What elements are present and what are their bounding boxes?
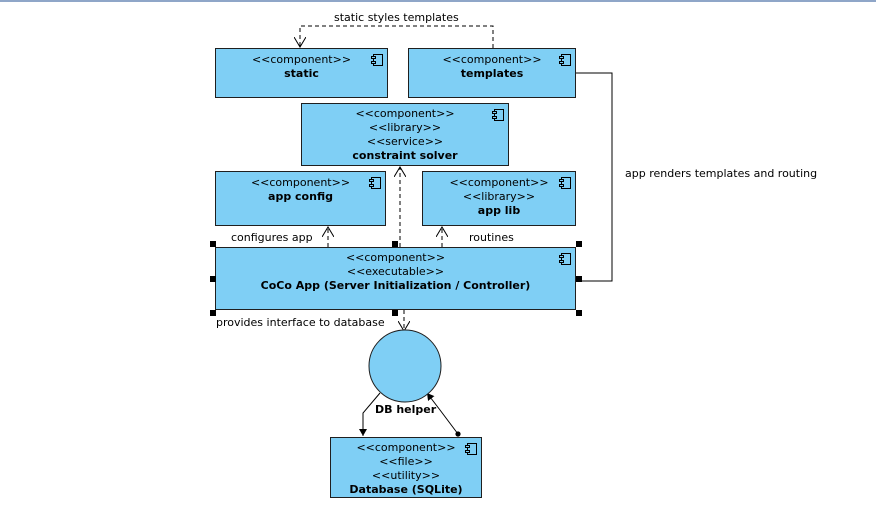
database-stereotype-file: <<file>>: [379, 455, 433, 468]
selection-handle[interactable]: [576, 310, 582, 316]
coco-app-stereotype-component: <<component>>: [345, 251, 446, 264]
selection-handle[interactable]: [210, 310, 216, 316]
database-to-db-helper-arrow[interactable]: [426, 392, 461, 437]
constraint-solver-name: constraint solver: [352, 149, 458, 162]
database-stereotype-utility: <<utility>>: [371, 469, 441, 482]
static-styles-templates-dependency[interactable]: [300, 25, 494, 48]
component-icon: [371, 54, 383, 66]
constraint-solver-stereotype-component: <<component>>: [355, 107, 455, 120]
routines-label: routines: [469, 231, 514, 244]
app-lib-stereotype-component: <<component>>: [449, 176, 549, 189]
app-config-stereotype: <<component>>: [250, 176, 351, 189]
component-icon: [492, 109, 504, 121]
constraint-solver-stereotype-library: <<library>>: [368, 121, 442, 134]
constraint-solver-stereotype-service: <<service>>: [366, 135, 444, 148]
selection-handle[interactable]: [576, 241, 582, 247]
templates-name: templates: [460, 67, 524, 80]
coco-app-component[interactable]: <<component>> <<executable>> CoCo App (S…: [215, 247, 576, 310]
selection-handle[interactable]: [210, 241, 216, 247]
selection-handle[interactable]: [392, 241, 398, 247]
provides-interface-label: provides interface to database: [216, 316, 385, 329]
selection-handle[interactable]: [392, 310, 398, 316]
static-styles-templates-label: static styles templates: [334, 11, 459, 24]
db-helper-to-database-arrow[interactable]: [359, 392, 381, 436]
static-component[interactable]: <<component>> static: [215, 48, 388, 98]
app-config-name: app config: [268, 190, 333, 203]
app-renders-templates-label: app renders templates and routing: [625, 167, 818, 180]
component-icon: [559, 54, 571, 66]
component-icon: [559, 253, 571, 265]
app-lib-name: app lib: [477, 204, 521, 217]
database-stereotype-component: <<component>>: [356, 441, 456, 454]
configures-app-label: configures app: [231, 231, 313, 244]
app-renders-templates-connector[interactable]: [576, 72, 613, 282]
component-icon: [369, 177, 381, 189]
db-helper-label: DB helper: [375, 403, 437, 416]
coco-app-stereotype-executable: <<executable>>: [346, 265, 445, 278]
db-helper-interface-circle[interactable]: [368, 329, 442, 403]
app-config-component[interactable]: <<component>> app config: [215, 171, 386, 226]
app-lib-stereotype-library: <<library>>: [462, 190, 536, 203]
database-name: Database (SQLite): [349, 483, 463, 496]
templates-stereotype: <<component>>: [442, 53, 542, 66]
component-icon: [465, 443, 477, 455]
static-stereotype: <<component>>: [251, 53, 352, 66]
constraint-solver-component[interactable]: <<component>> <<library>> <<service>> co…: [301, 103, 509, 166]
database-component[interactable]: <<component>> <<file>> <<utility>> Datab…: [330, 437, 482, 498]
selection-handle[interactable]: [210, 276, 216, 282]
coco-app-name: CoCo App (Server Initialization / Contro…: [260, 279, 531, 292]
selection-handle[interactable]: [576, 276, 582, 282]
window-top-border: [0, 0, 876, 2]
templates-component[interactable]: <<component>> templates: [408, 48, 576, 98]
component-icon: [559, 177, 571, 189]
static-name: static: [284, 67, 319, 80]
app-lib-component[interactable]: <<component>> <<library>> app lib: [422, 171, 576, 226]
